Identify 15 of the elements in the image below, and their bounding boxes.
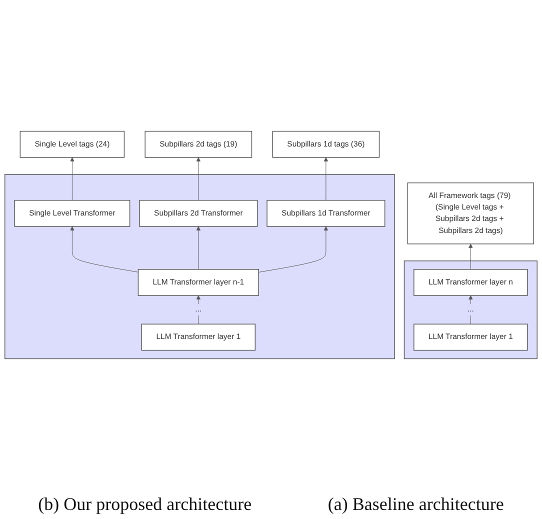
node-box: [20, 130, 125, 158]
node-box: [144, 130, 252, 158]
node-box: [414, 268, 528, 296]
node-box: [266, 200, 386, 227]
node-box: [414, 324, 528, 351]
figure-caption: (a) Baseline architecture: [328, 494, 504, 515]
node-box: [138, 268, 259, 296]
node-box: [14, 200, 130, 227]
node-box: [141, 324, 256, 351]
node-box: [272, 130, 380, 158]
cluster: [404, 260, 538, 360]
figure-caption: (b) Our proposed architecture: [38, 494, 252, 515]
node-box: [407, 182, 534, 244]
cluster: [4, 174, 395, 360]
node-box: [139, 200, 258, 227]
